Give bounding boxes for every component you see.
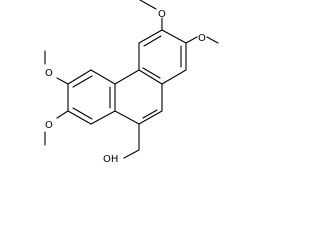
ring-left bbox=[67, 69, 116, 125]
hydroxyl-label: OH bbox=[103, 154, 118, 165]
methoxy-left-bottom bbox=[44, 110, 69, 146]
methoxy-upper-left bbox=[139, 0, 163, 31]
oxygen-label-top: O bbox=[158, 9, 166, 20]
oxygen-label-left-bottom: O bbox=[45, 120, 53, 131]
ring-upper-right bbox=[138, 29, 187, 85]
ring-middle bbox=[114, 69, 163, 125]
methoxy-upper-right bbox=[185, 36, 219, 44]
oxygen-label-left-top: O bbox=[45, 68, 53, 79]
chemical-structure: O O O O OH bbox=[44, 0, 219, 165]
hydroxymethyl-group bbox=[123, 123, 140, 159]
oxygen-label-right: O bbox=[198, 33, 206, 44]
methoxy-left-top bbox=[44, 50, 69, 85]
